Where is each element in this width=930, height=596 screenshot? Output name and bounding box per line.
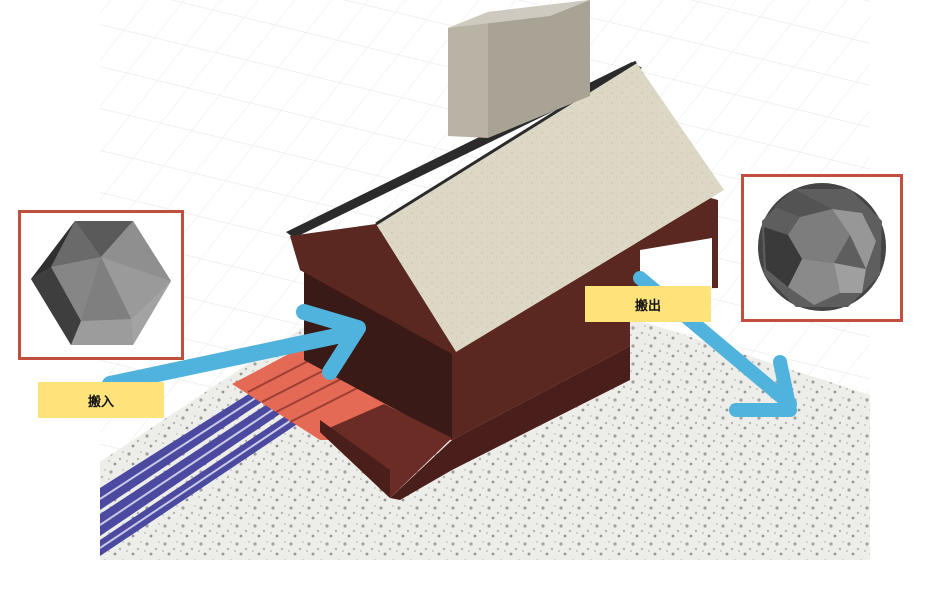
icosahedron-icon xyxy=(31,221,171,345)
front-step-face xyxy=(320,420,390,498)
roof-top xyxy=(376,62,724,352)
carry-out-label: 搬出 xyxy=(585,286,711,322)
front-step xyxy=(320,404,452,498)
output-shape-frame xyxy=(741,174,903,322)
carry-in-label: 搬入 xyxy=(38,382,164,418)
tunnel-opening xyxy=(304,270,452,440)
truncated-icosahedron-icon xyxy=(758,183,886,311)
side-base xyxy=(390,346,630,500)
roof-ridge xyxy=(375,60,637,226)
chimney xyxy=(448,0,590,138)
carry-in-arrow xyxy=(102,304,366,392)
tunnel-back xyxy=(640,238,712,292)
roof-left-face xyxy=(290,224,456,354)
input-shape-frame xyxy=(18,210,184,360)
